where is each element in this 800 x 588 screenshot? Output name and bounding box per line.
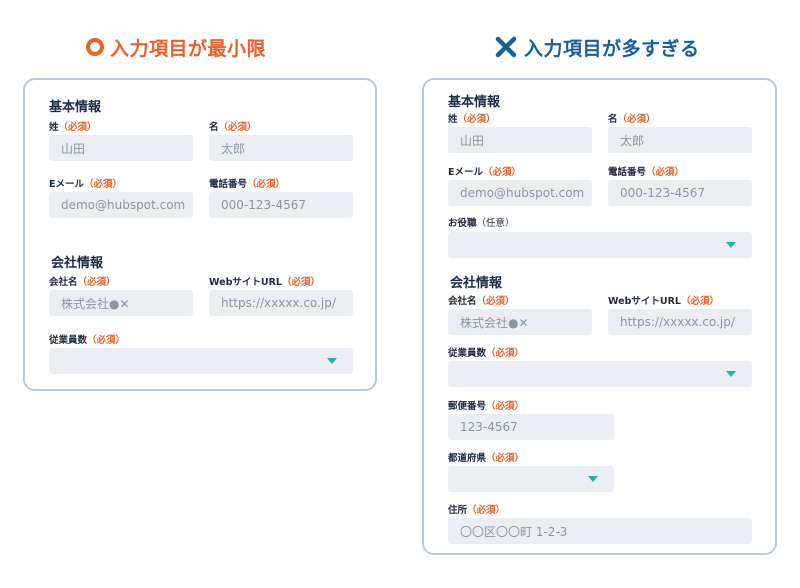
- company-name-label: 会社名（必須）: [49, 277, 116, 288]
- last-name-input[interactable]: 山田: [448, 127, 592, 153]
- minimal-form-card: 基本情報 姓（必須） 山田 名（必須） 太郎 Eメール（必須） demo@hub…: [23, 78, 377, 391]
- last-name-label: 姓（必須）: [49, 122, 97, 133]
- email-label: Eメール（必須）: [49, 179, 123, 190]
- employees-select[interactable]: [448, 361, 752, 387]
- good-heading-text: 入力項目が最小限: [110, 37, 267, 60]
- employees-select[interactable]: [49, 348, 353, 374]
- email-label: Eメール（必須）: [448, 167, 522, 178]
- email-input[interactable]: demo@hubspot.com: [49, 192, 193, 218]
- last-name-label: 姓（必須）: [448, 114, 496, 125]
- phone-input[interactable]: 000-123-4567: [608, 180, 752, 206]
- company-info-title: 会社情報: [51, 256, 104, 271]
- good-example-heading: 入力項目が最小限: [86, 32, 266, 62]
- company-info-title: 会社情報: [450, 276, 503, 291]
- prefecture-label: 都道府県（必須）: [448, 453, 525, 464]
- excessive-form-card: 基本情報 姓（必須） 山田 名（必須） 太郎 Eメール（必須） demo@hub…: [422, 78, 777, 555]
- website-input[interactable]: https://xxxxx.co.jp/: [209, 290, 353, 316]
- employees-label: 従業員数（必須）: [448, 348, 525, 359]
- company-name-input[interactable]: 株式会社●✕: [49, 290, 193, 316]
- website-input[interactable]: https://xxxxx.co.jp/: [608, 309, 752, 335]
- bad-heading-text: 入力項目が多すぎる: [524, 37, 700, 60]
- first-name-input[interactable]: 太郎: [608, 127, 752, 153]
- website-label: WebサイトURL（必須）: [608, 296, 719, 307]
- cross-icon: [495, 36, 517, 58]
- postal-code-input[interactable]: 123-4567: [448, 414, 614, 440]
- first-name-label: 名（必須）: [608, 114, 656, 125]
- website-label: WebサイトURL（必須）: [209, 277, 320, 288]
- address-input[interactable]: 〇〇区〇〇町 1-2-3: [448, 518, 752, 544]
- email-input[interactable]: demo@hubspot.com: [448, 180, 592, 206]
- phone-label: 電話番号（必須）: [209, 179, 286, 190]
- postal-code-label: 郵便番号（必須）: [448, 401, 525, 412]
- basic-info-title: 基本情報: [448, 95, 501, 110]
- first-name-label: 名（必須）: [209, 122, 257, 133]
- last-name-input[interactable]: 山田: [49, 135, 193, 161]
- phone-input[interactable]: 000-123-4567: [209, 192, 353, 218]
- company-name-label: 会社名（必須）: [448, 296, 515, 307]
- basic-info-title: 基本情報: [49, 100, 102, 115]
- employees-label: 従業員数（必須）: [49, 335, 126, 346]
- caret-down-icon: [327, 358, 337, 364]
- company-name-input[interactable]: 株式会社●✕: [448, 309, 592, 335]
- address-label: 住所（必須）: [448, 505, 506, 516]
- bad-example-heading: 入力項目が多すぎる: [494, 32, 700, 62]
- first-name-input[interactable]: 太郎: [209, 135, 353, 161]
- caret-down-icon: [588, 476, 598, 482]
- circle-icon: [86, 38, 104, 56]
- phone-label: 電話番号（必須）: [608, 167, 685, 178]
- prefecture-select[interactable]: [448, 466, 614, 492]
- job-title-label: お役職（任意）: [448, 218, 515, 229]
- job-title-select[interactable]: [448, 232, 752, 258]
- caret-down-icon: [726, 371, 736, 377]
- caret-down-icon: [726, 242, 736, 248]
